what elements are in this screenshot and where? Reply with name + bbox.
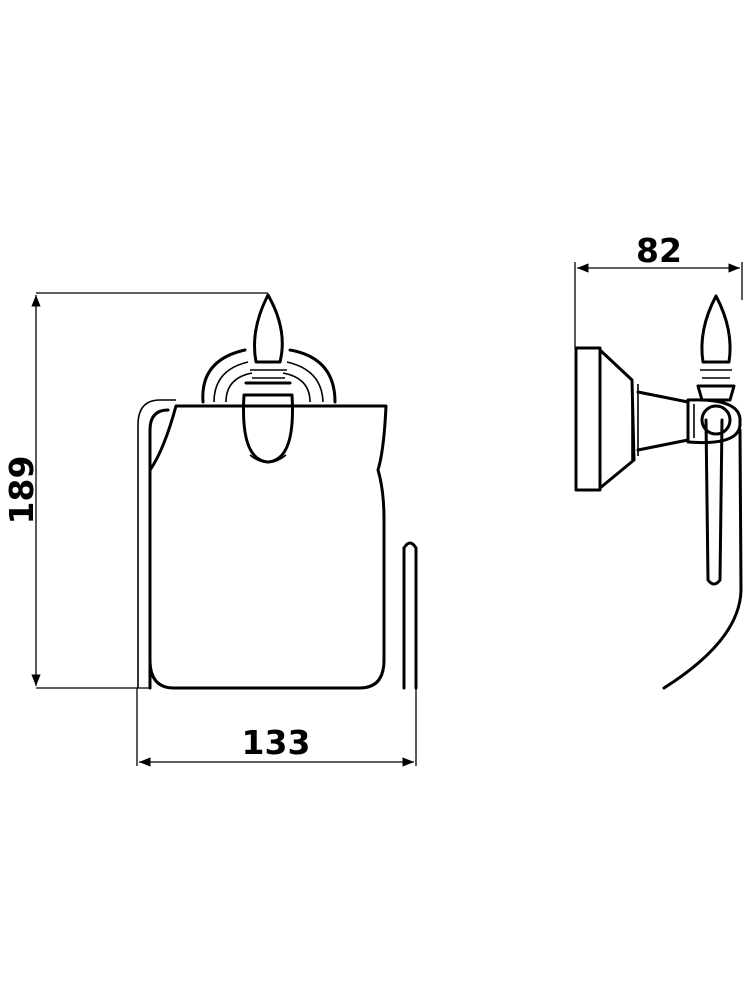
side-view: 82 [574,231,743,690]
side-arm [636,390,690,452]
cover-plate [148,404,388,690]
finial-knob [242,293,294,464]
front-view: 189 133 [2,292,418,767]
height-label: 189 [2,456,41,525]
cover-lever [704,418,724,586]
depth-label: 82 [636,231,682,270]
side-finial [700,294,732,364]
rear-bracket-inner [137,399,176,688]
mounting-rosette [201,348,337,404]
wall-plate [574,346,602,492]
width-label: 133 [242,723,311,762]
right-arm [402,541,418,690]
cover-curve [662,428,743,690]
collar [598,348,636,490]
rear-bracket [148,408,170,690]
